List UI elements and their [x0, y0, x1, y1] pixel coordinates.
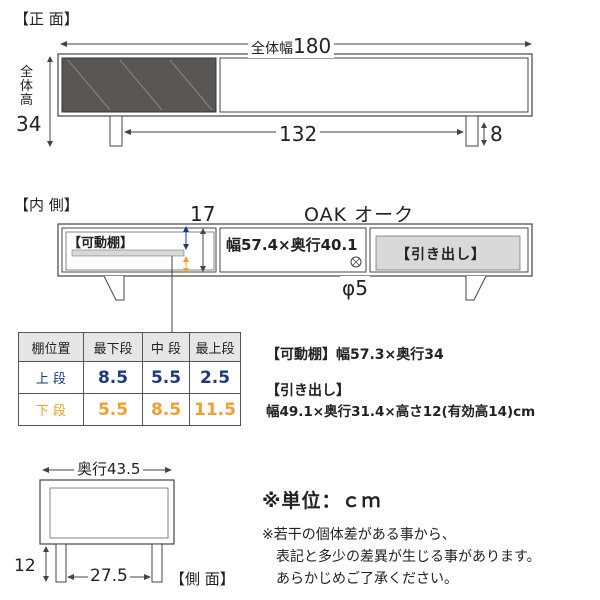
total-height-value: 34 — [16, 112, 42, 136]
drawer-front — [219, 57, 529, 113]
row-label: 下 段 — [18, 393, 84, 426]
shelf-spec-title: 【可動棚】 — [266, 347, 336, 363]
total-width-label: 全体幅180 — [248, 34, 335, 58]
side-leg-span-value: 27.5 — [88, 566, 130, 586]
total-width-caption: 全体幅 — [251, 41, 293, 57]
note-line-3: あらかじめご了承ください。 — [276, 571, 458, 587]
table-header-row: 棚位置 最下段 中 段 最上段 — [18, 332, 241, 362]
compartment-size: 幅57.4×奥行40.1 — [226, 236, 358, 254]
drawer-spec-size: 幅49.1×奥行31.4×高さ12(有効高14)cm — [266, 404, 536, 420]
table-cell: 8.5 — [142, 393, 190, 426]
table-cell: 5.5 — [83, 393, 143, 426]
side-depth-value: 奥行43.5 — [74, 458, 144, 479]
leg-span-value: 132 — [276, 122, 321, 146]
table-header: 中 段 — [142, 332, 190, 362]
note-line-2: 表記と多少の差異が生じる事があります。 — [276, 549, 541, 565]
total-width-value: 180 — [293, 34, 332, 58]
unit-note: ※単位：ｃｍ — [262, 490, 382, 512]
table-cell: 2.5 — [189, 361, 241, 394]
shelf-spec-size: 幅57.3×奥行34 — [336, 347, 444, 363]
row-label: 上 段 — [18, 361, 84, 394]
height-caption: 全 体 高 — [20, 65, 34, 108]
height-caption-char: 体 — [20, 79, 34, 94]
note-line-1: ※若干の個体差がある事から、 — [262, 527, 456, 543]
leg-height-value: 8 — [490, 122, 503, 146]
movable-shelf — [71, 249, 185, 257]
inside-shelf-arrows — [171, 226, 206, 334]
inside-legs — [103, 275, 487, 301]
side-height-value: 12 — [14, 556, 36, 576]
table-header: 最下段 — [83, 332, 143, 362]
shelf-spec: 【可動棚】幅57.3×奥行34 — [266, 344, 444, 364]
table-cell: 11.5 — [189, 393, 241, 426]
inside-section-label: 【内 側】 — [14, 196, 79, 214]
front-height-dimension — [47, 56, 53, 147]
height-caption-char: 高 — [20, 93, 34, 108]
height-caption-char: 全 — [20, 65, 34, 80]
hole-diameter: φ5 — [340, 276, 370, 300]
table-header: 棚位置 — [18, 332, 84, 362]
drawer-tag: 【引き出し】 — [396, 247, 486, 263]
shelf-position-table: 棚位置 最下段 中 段 最上段 上 段 8.5 5.5 2.5 下 段 5.5 … — [18, 332, 241, 426]
table-header: 最上段 — [189, 332, 241, 362]
side-section-label: 【側 面】 — [170, 570, 235, 588]
inside-shelf-tag: 【可動棚】 — [68, 236, 134, 251]
drawer-spec-title: 【引き出し】 — [266, 383, 350, 399]
drawer-box — [375, 235, 521, 271]
front-section-label: 【正 面】 — [14, 10, 79, 28]
table-row-upper: 上 段 8.5 5.5 2.5 — [18, 361, 241, 394]
table-cell: 8.5 — [83, 361, 143, 394]
shelf-top-value: 17 — [190, 202, 216, 226]
front-cabinet — [57, 53, 533, 117]
material-label: OAK オーク — [304, 204, 415, 226]
table-row-lower: 下 段 5.5 8.5 11.5 — [18, 393, 241, 426]
inside-cabinet — [57, 223, 533, 277]
table-cell: 5.5 — [142, 361, 190, 394]
glass-door — [61, 57, 217, 113]
side-cabinet — [39, 479, 175, 583]
